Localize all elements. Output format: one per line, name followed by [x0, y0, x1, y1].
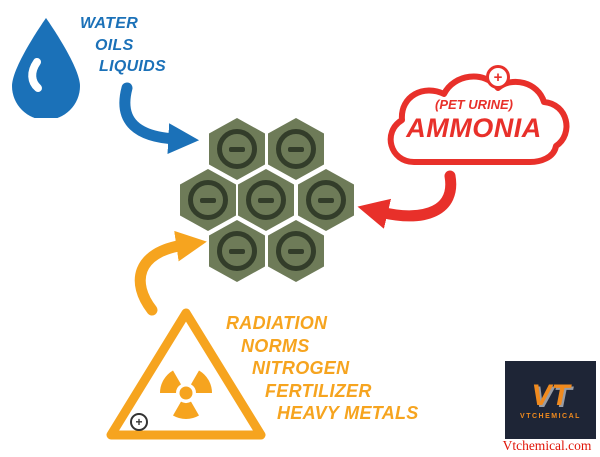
logo-mark: VT	[531, 378, 570, 412]
hexagon-cell	[268, 118, 324, 180]
hazard-label-heavy-metals: HEAVY METALS	[277, 403, 419, 423]
hexagon-cell	[268, 220, 324, 282]
vtchemical-logo: VT VTCHEMICAL	[505, 361, 596, 439]
liquids-label-oils: OILS	[95, 37, 134, 54]
liquids-label-liquids: LIQUIDS	[99, 58, 166, 75]
minus-icon	[217, 231, 257, 271]
ammonia-arrow	[357, 170, 457, 229]
logo-text: VTCHEMICAL	[520, 412, 581, 420]
water-drop-icon	[12, 18, 80, 118]
minus-icon	[217, 129, 257, 169]
plus-icon-ammonia: +	[486, 65, 510, 89]
ammonia-title: AMMONIA	[406, 113, 542, 143]
ammonia-subtitle: (PET URINE)	[435, 97, 513, 112]
liquids-label-water: WATER	[80, 15, 139, 32]
hazard-label-nitrogen: NITROGEN	[252, 358, 350, 378]
website-text: Vtchemical.com	[502, 438, 592, 453]
minus-icon	[246, 180, 286, 220]
hazard-label-fertilizer: FERTILIZER	[265, 381, 372, 401]
hazard-label-radiation: RADIATION	[226, 313, 328, 333]
radiation-icon	[159, 370, 213, 420]
hazards-arrow	[134, 230, 207, 316]
water-drop-shape	[12, 18, 80, 118]
hazard-label-norms: NORMS	[241, 336, 310, 356]
plus-icon-hazards: +	[130, 413, 148, 431]
hexagon-cell	[298, 169, 354, 231]
warning-triangle-outline	[106, 308, 266, 440]
liquids-arrow	[119, 82, 200, 154]
water-drop-highlight	[28, 58, 42, 92]
minus-icon	[276, 231, 316, 271]
minus-icon	[188, 180, 228, 220]
minus-icon	[276, 129, 316, 169]
radiation-warning-triangle-icon	[106, 308, 266, 440]
minus-icon	[306, 180, 346, 220]
